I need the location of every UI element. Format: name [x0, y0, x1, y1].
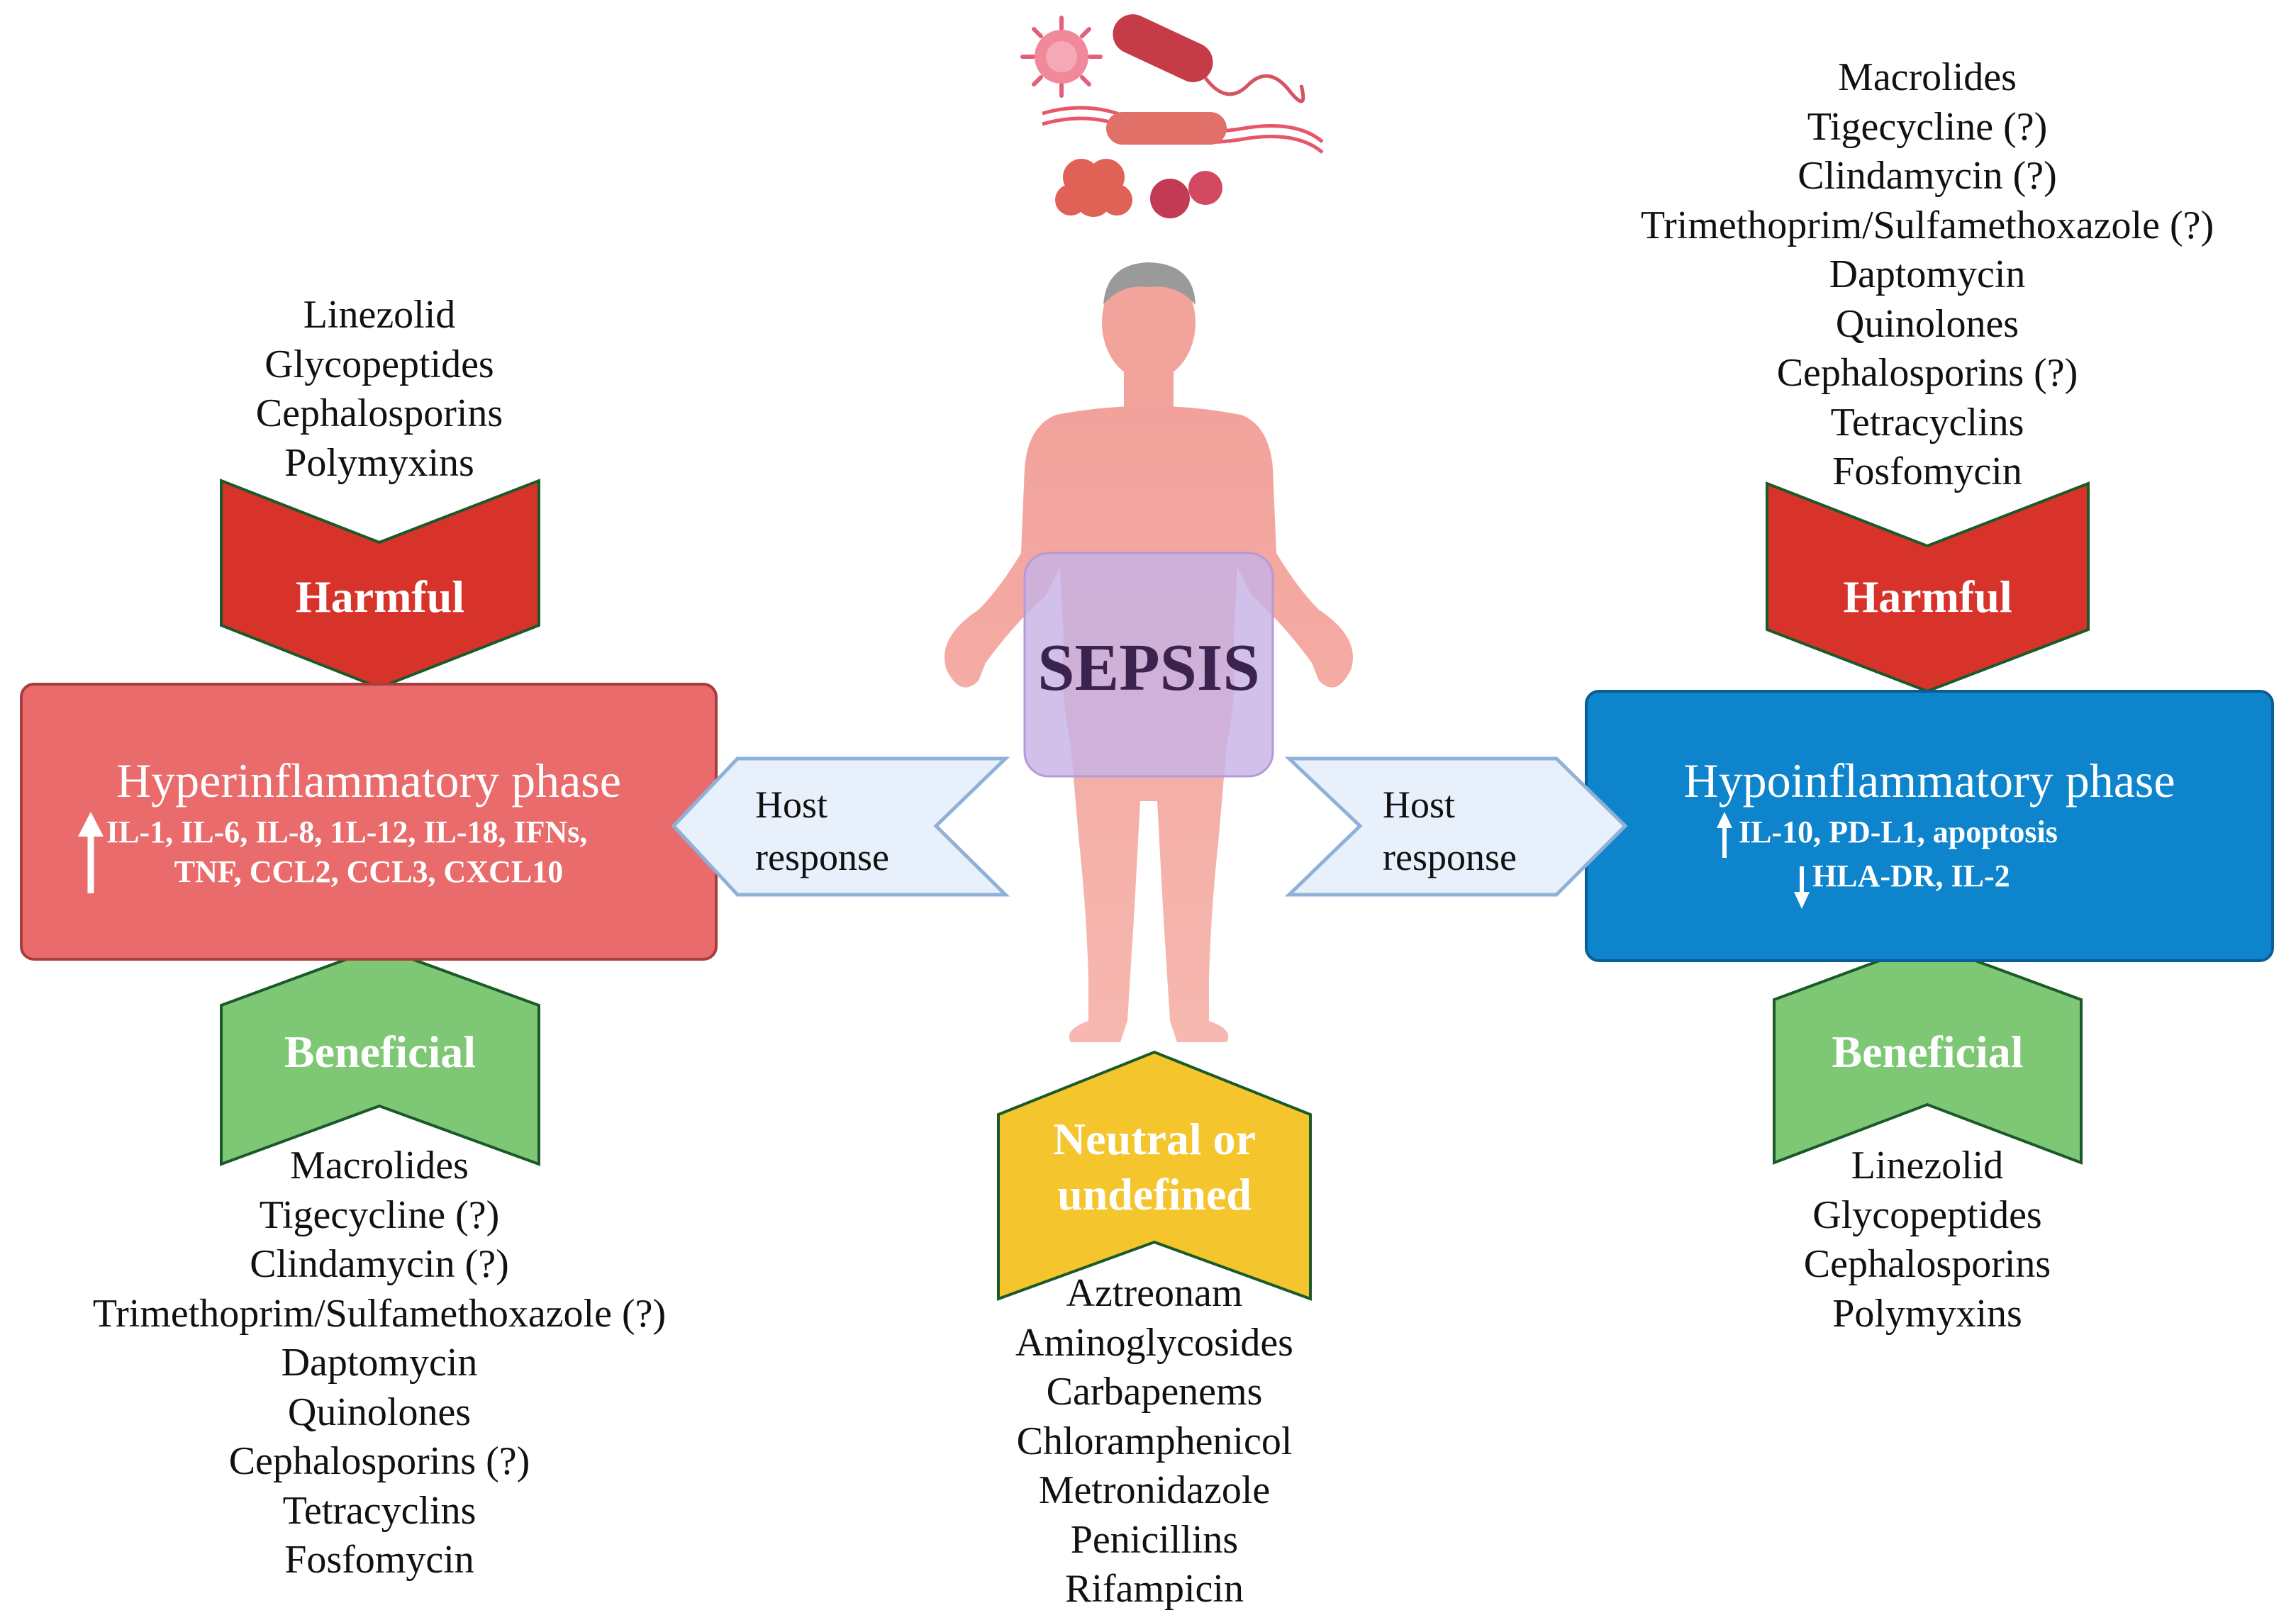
drug-item: Chloramphenicol	[1016, 1419, 1293, 1463]
down-arrow-icon	[1794, 866, 1810, 909]
hypoinflammatory-markers-line1: IL-10, PD-L1, apoptosis	[1739, 815, 2058, 849]
sepsis-title: SEPSIS	[1037, 631, 1260, 705]
drug-item: Cephalosporins	[1803, 1242, 2051, 1286]
host-line: response	[755, 836, 889, 878]
drug-item: Quinolones	[287, 1390, 472, 1434]
drug-item: Tigecycline (?)	[259, 1192, 500, 1237]
host-line: Host	[1383, 783, 1456, 826]
right-beneficial-drug-list: Linezolid Glycopeptides Cephalosporins P…	[1715, 1141, 2140, 1339]
drug-item: Fosfomycin	[1832, 449, 2022, 493]
hyperinflammatory-markers-line1: IL-1, IL-6, IL-8, 1L-12, IL-18, IFNs,	[106, 815, 588, 849]
drug-item: Cephalosporins	[255, 391, 503, 435]
drug-item: Linezolid	[303, 293, 456, 337]
drug-item: Rifampicin	[1065, 1567, 1244, 1611]
drug-item: Daptomycin	[281, 1341, 478, 1385]
up-arrow-icon	[78, 812, 104, 893]
right-beneficial-label: Beneficial	[1832, 1027, 2024, 1077]
drug-item: Tetracyclins	[282, 1488, 477, 1533]
host-line: Host	[755, 783, 828, 826]
sepsis-box	[1023, 552, 1274, 778]
drug-item: Metronidazole	[1038, 1468, 1271, 1512]
drug-item: Aztreonam	[1066, 1271, 1243, 1315]
drug-item: Aminoglycosides	[1015, 1320, 1293, 1365]
left-host-response-label: Host response	[755, 778, 889, 883]
host-line: response	[1383, 836, 1517, 878]
right-host-response-label: Host response	[1383, 778, 1517, 883]
neutral-label-line: undefined	[1057, 1169, 1252, 1219]
drug-item: Macrolides	[290, 1144, 469, 1188]
left-beneficial-label: Beneficial	[284, 1027, 477, 1077]
drug-item: Carbapenems	[1046, 1370, 1263, 1414]
drug-item: Glycopeptides	[264, 342, 494, 386]
pathogens-icon	[1020, 14, 1324, 218]
hyperinflammatory-title: Hyperinflammatory phase	[116, 754, 621, 808]
hyperinflammatory-markers-line2: TNF, CCL2, CCL3, CXCL10	[174, 854, 564, 889]
left-host-response-arrow	[671, 756, 1010, 897]
drug-item: Penicillins	[1070, 1517, 1239, 1562]
hypoinflammatory-title: Hypoinflammatory phase	[1683, 754, 2175, 808]
drug-item: Daptomycin	[1829, 252, 2026, 296]
drug-item: Fosfomycin	[284, 1538, 474, 1582]
drug-item: Linezolid	[1851, 1144, 2004, 1188]
drug-item: Quinolones	[1835, 301, 2019, 346]
right-harmful-drug-list: Macrolides Tigecycline (?) Clindamycin (…	[1573, 53, 2282, 497]
drug-item: Trimethoprim/Sulfamethoxazole (?)	[92, 1291, 667, 1336]
drug-item: Glycopeptides	[1812, 1192, 2042, 1237]
right-host-response-arrow	[1284, 756, 1628, 897]
drug-item: Cephalosporins (?)	[228, 1439, 530, 1483]
right-harmful-chevron	[1766, 481, 2090, 693]
drug-item: Clindamycin (?)	[250, 1242, 509, 1286]
neutral-label: Neutral or undefined	[998, 1112, 1310, 1222]
left-harmful-label: Harmful	[295, 571, 465, 622]
drug-item: Tigecycline (?)	[1807, 104, 2048, 149]
drug-item: Polymyxins	[284, 440, 474, 485]
drug-item: Cephalosporins (?)	[1776, 351, 2078, 395]
drug-item: Polymyxins	[1832, 1291, 2022, 1336]
up-arrow-icon	[1717, 812, 1732, 858]
left-harmful-drug-list: Linezolid Glycopeptides Cephalosporins P…	[177, 291, 581, 488]
drug-item: Trimethoprim/Sulfamethoxazole (?)	[1640, 203, 2214, 247]
drug-item: Tetracyclins	[1830, 400, 2024, 445]
drug-item: Clindamycin (?)	[1798, 154, 2057, 198]
hypoinflammatory-markers-line2: HLA-DR, IL-2	[1812, 859, 2010, 893]
left-harmful-chevron	[220, 479, 540, 690]
neutral-label-line: Neutral or	[1052, 1114, 1256, 1164]
neutral-drug-list: Aztreonam Aminoglycosides Carbapenems Ch…	[943, 1269, 1366, 1614]
left-beneficial-drug-list: Macrolides Tigecycline (?) Clindamycin (…	[43, 1141, 716, 1585]
right-harmful-label: Harmful	[1843, 571, 2012, 622]
drug-item: Macrolides	[1838, 55, 2017, 99]
neutral-shape	[997, 1050, 1312, 1301]
